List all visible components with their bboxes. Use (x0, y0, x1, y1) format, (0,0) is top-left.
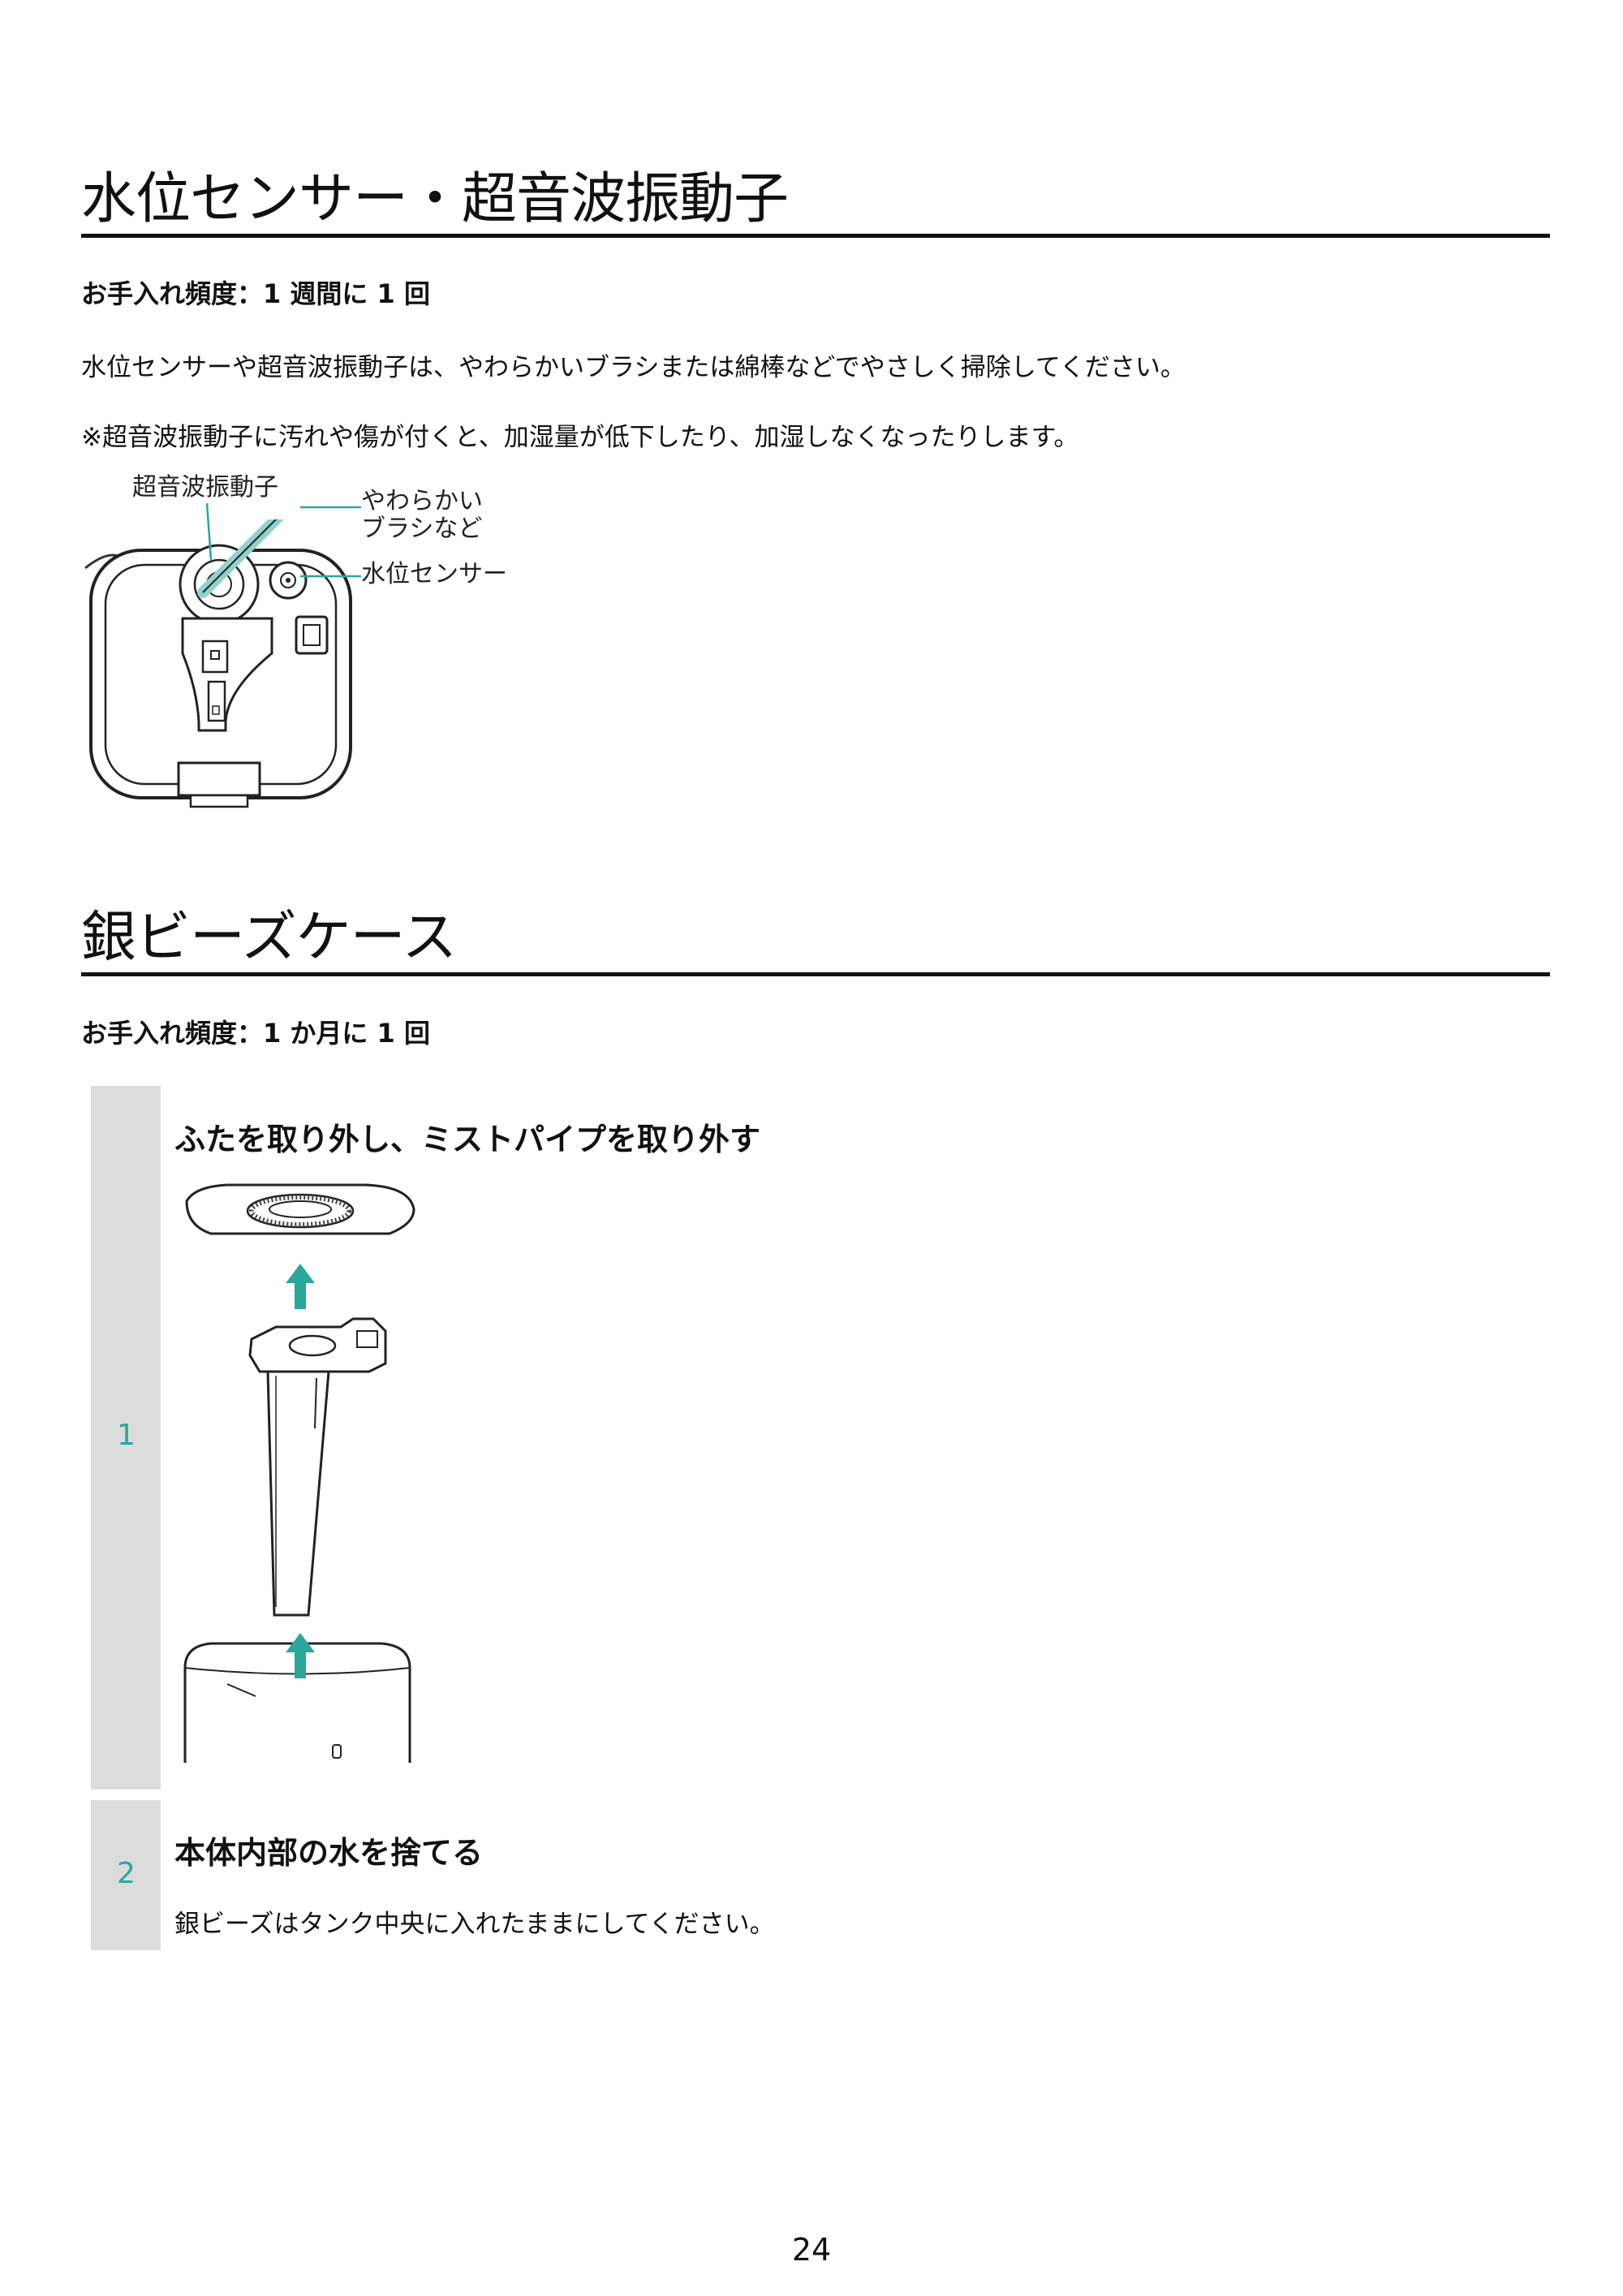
section-title-silver-beads: 銀ビーズケース (81, 906, 457, 970)
caution-note: ※超音波振動子に汚れや傷が付くと、加湿量が低下したり、加湿しなくなったりします。 (81, 423, 1079, 452)
disassembly-illustration (183, 1183, 415, 1763)
title-underline (81, 972, 1550, 976)
section-title-sensor: 水位センサー・超音波振動子 (81, 167, 789, 231)
instruction-text: 水位センサーや超音波振動子は、やわらかいブラシまたは綿棒などでやさしく掃除してく… (81, 353, 1186, 382)
sensor-illustration (84, 519, 352, 808)
callout-brush-line2: ブラシなど (361, 515, 483, 543)
up-arrow-icon (286, 1264, 315, 1309)
step-1-bar (91, 1086, 161, 1790)
step-2-title: 本体内部の水を捨てる (174, 1835, 484, 1871)
step-1-number: 1 (117, 1419, 136, 1452)
title-underline (81, 234, 1550, 238)
up-arrow-icon (286, 1633, 315, 1678)
step-2-description: 銀ビーズはタンク中央に入れたままにしてください。 (174, 1910, 775, 1939)
callout-brush-line1: やわらかい (361, 487, 483, 515)
callout-leader-lines (205, 502, 361, 578)
step-2-number: 2 (117, 1857, 136, 1890)
callout-transducer: 超音波振動子 (132, 473, 278, 502)
maintenance-frequency: お手入れ頻度：1 週間に 1 回 (81, 278, 430, 309)
page-number: 24 (791, 2232, 832, 2268)
maintenance-frequency: お手入れ頻度：1 か月に 1 回 (81, 1018, 430, 1049)
step-2-bar (91, 1800, 161, 1950)
callout-water-sensor: 水位センサー (361, 560, 507, 588)
step-1-title: ふたを取り外し、ミストパイプを取り外す (174, 1122, 761, 1157)
